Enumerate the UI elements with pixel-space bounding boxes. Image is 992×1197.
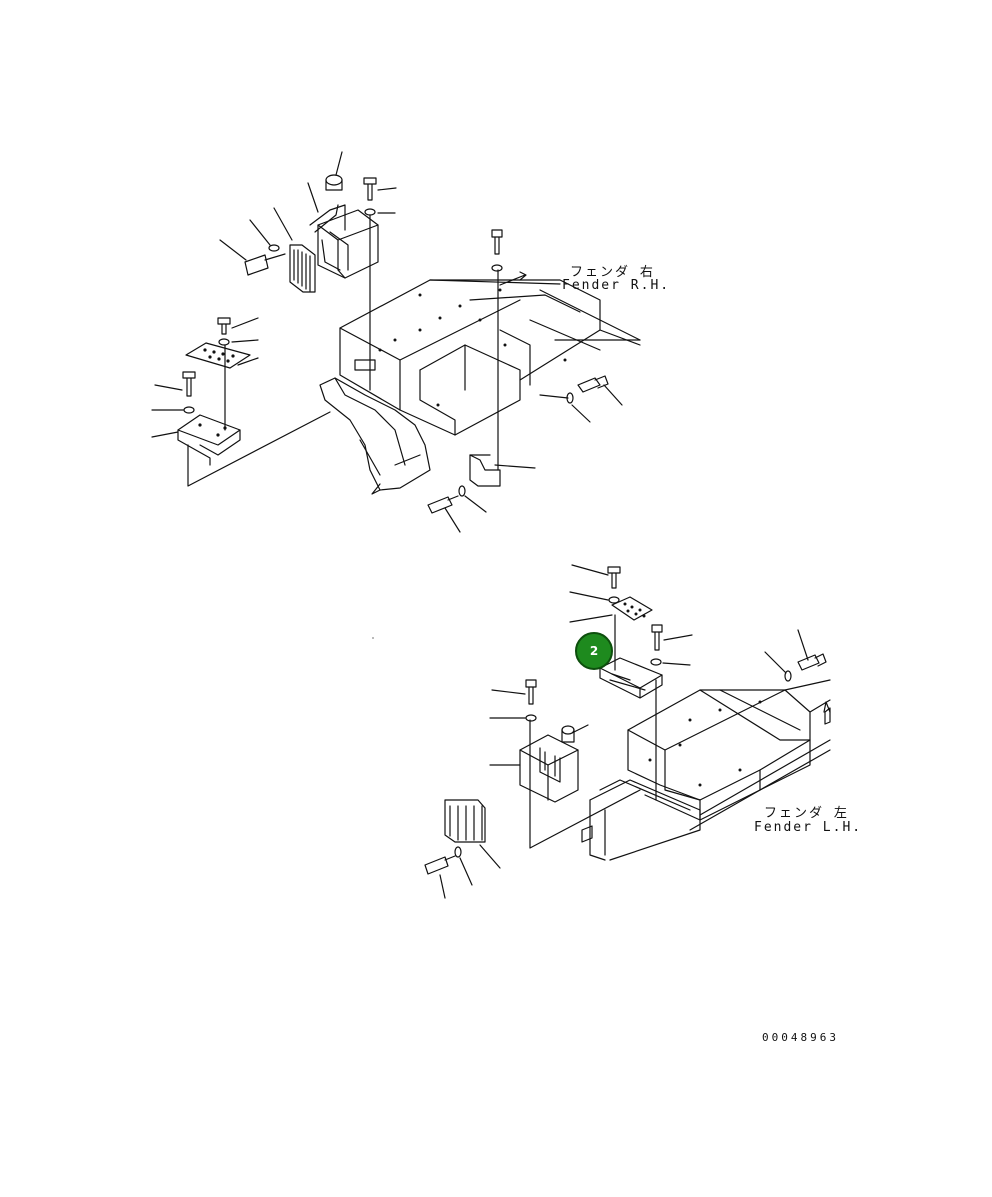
step-bracket-lh [445,680,640,868]
fender-lh-label-en: Fender L.H. [754,820,863,835]
fender-rh-label-en: Fender R.H. [562,278,671,293]
plate-assembly-rh [152,318,330,486]
fender-rh-assembly [320,272,640,494]
bolt-bottom-lh [425,847,472,898]
bolt-right-rh [540,376,622,422]
drawing-number: 00048963 [762,1031,839,1044]
bolt-right-lh [765,630,830,712]
bolt-bottom-rh [428,486,486,532]
callout-badge-2[interactable]: 2 [575,632,613,670]
bolt-top-center [492,230,502,271]
fender-lh-label-jp: フェンダ 左 [764,806,849,821]
fender-lh-assembly [582,680,830,860]
step-bracket-rh [220,152,498,470]
plate-assembly-lh [570,565,692,800]
fender-rh-label-jp: フェンダ 右 [570,265,655,280]
